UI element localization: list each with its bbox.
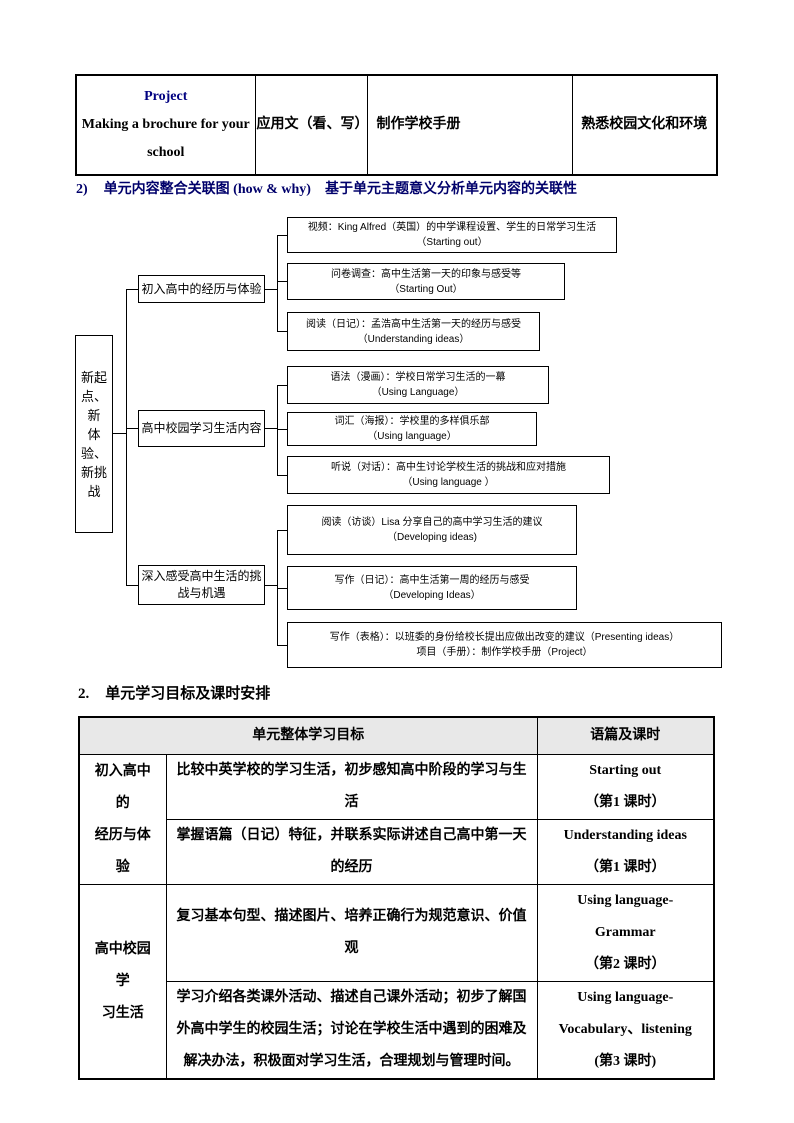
lesson-cell: Using language- Vocabulary、listening (第3… bbox=[536, 981, 715, 1080]
goal-cell: 掌握语篇（日记）特征，并联系实际讲述自己高中第一天 的经历 bbox=[165, 819, 538, 885]
leaf-node-9: 写作（表格）：以班委的身份给校长提出应做出改变的建议（Presenting id… bbox=[287, 622, 722, 668]
heading-text: 单元学习目标及课时安排 bbox=[105, 686, 271, 702]
connector bbox=[277, 475, 287, 476]
connector bbox=[113, 433, 126, 434]
leaf-node-5: 词汇（海报）：学校里的多样俱乐部 （Using language） bbox=[287, 412, 537, 446]
lessons-header-cell: 语篇及课时 bbox=[536, 716, 715, 755]
table-row: 掌握语篇（日记）特征，并联系实际讲述自己高中第一天 的经历 Understand… bbox=[79, 819, 715, 885]
branch-node-1: 初入高中的经历与体验 bbox=[138, 275, 265, 303]
schedule-table: 单元整体学习目标 语篇及课时 初入高中的 经历与体验 比较中英学校的学习生活，初… bbox=[78, 716, 715, 1080]
connector bbox=[126, 428, 138, 429]
connector bbox=[277, 530, 287, 531]
project-cell: Project Making a brochure for your schoo… bbox=[75, 74, 256, 176]
connector bbox=[265, 585, 277, 586]
heading-number: 2. bbox=[78, 686, 90, 702]
connector bbox=[126, 289, 138, 290]
leaf-node-6: 听说（对话）：高中生讨论学校生活的挑战和应对措施 （Using language… bbox=[287, 456, 610, 494]
heading-number: 2) bbox=[76, 182, 88, 197]
connector bbox=[277, 588, 287, 589]
theme-cell: 初入高中的 经历与体验 bbox=[78, 754, 167, 885]
connector bbox=[277, 429, 287, 430]
table-row: 高中校园学 习生活 复习基本句型、描述图片、培养正确行为规范意识、价值 观 Us… bbox=[78, 884, 715, 1080]
table-row: Project Making a brochure for your schoo… bbox=[75, 74, 718, 176]
goals-header-cell: 单元整体学习目标 bbox=[78, 716, 538, 755]
lesson-cell: Starting out （第1 课时） bbox=[536, 754, 715, 820]
unit-map-heading: 2) 单元内容整合关联图 (how & why) 基于单元主题意义分析单元内容的关… bbox=[76, 178, 577, 198]
branch-node-2: 高中校园学习生活内容 bbox=[138, 410, 265, 447]
leaf-node-4: 语法（漫画）：学校日常学习生活的一幕 （Using Language） bbox=[287, 366, 549, 404]
connector bbox=[265, 289, 277, 290]
goal-cell: 复习基本句型、描述图片、培养正确行为规范意识、价值 观 bbox=[165, 884, 538, 982]
connector bbox=[277, 235, 278, 331]
connector bbox=[277, 331, 287, 332]
lesson-cell: Using language-Grammar （第2 课时） bbox=[536, 884, 715, 982]
leaf-node-3: 阅读（日记）：孟浩高中生活第一天的经历与感受 （Understanding id… bbox=[287, 312, 540, 351]
branch-node-3: 深入感受高中生活的挑 战与机遇 bbox=[138, 565, 265, 605]
project-subtitle: Making a brochure for your school bbox=[81, 117, 250, 160]
heading-text: 单元内容整合关联图 (how & why) 基于单元主题意义分析单元内容的关联性 bbox=[103, 182, 577, 197]
table-header-row: 单元整体学习目标 语篇及课时 bbox=[78, 716, 715, 755]
table-row: 学习介绍各类课外活动、描述自己课外活动；初步了解国 外高中学生的校园生活；讨论在… bbox=[79, 981, 715, 1080]
leaf-node-1: 视频：King Alfred（英国）的中学课程设置、学生的日常学习生活 （Sta… bbox=[287, 217, 617, 253]
lesson-cell: Understanding ideas （第1 课时） bbox=[536, 819, 715, 885]
leaf-node-7: 阅读（访谈）Lisa 分享自己的高中学习生活的建议 （Developing id… bbox=[287, 505, 577, 555]
connector bbox=[277, 385, 287, 386]
connector bbox=[277, 645, 287, 646]
connector bbox=[277, 281, 287, 282]
root-node: 新起 点、新 体验、 新挑战 bbox=[75, 335, 113, 533]
goal-cell: 比较中英学校的学习生活，初步感知高中阶段的学习与生 活 bbox=[165, 754, 538, 820]
connector bbox=[277, 235, 287, 236]
table-row: 初入高中的 经历与体验 比较中英学校的学习生活，初步感知高中阶段的学习与生 活 … bbox=[78, 754, 715, 885]
theme-cell: 高中校园学 习生活 bbox=[78, 884, 167, 1080]
task-cell: 制作学校手册 bbox=[366, 74, 573, 176]
lesson-plan-heading: 2. 单元学习目标及课时安排 bbox=[78, 682, 270, 703]
connector bbox=[277, 530, 278, 645]
leaf-node-2: 问卷调查：高中生活第一天的印象与感受等 （Starting Out） bbox=[287, 263, 565, 300]
connector bbox=[126, 289, 127, 585]
leaf-node-8: 写作（日记）：高中生活第一周的经历与感受 （Developing Ideas） bbox=[287, 566, 577, 610]
connector bbox=[126, 585, 138, 586]
project-title: Project bbox=[144, 89, 188, 104]
genre-cell: 应用文（看、写） bbox=[254, 74, 368, 176]
connector bbox=[265, 428, 277, 429]
connector bbox=[277, 385, 278, 475]
goal-cell: 学习介绍各类课外活动、描述自己课外活动；初步了解国 外高中学生的校园生活；讨论在… bbox=[165, 981, 538, 1080]
unit-content-table: Project Making a brochure for your schoo… bbox=[75, 74, 718, 176]
goal-cell: 熟悉校园文化和环境 bbox=[571, 74, 718, 176]
